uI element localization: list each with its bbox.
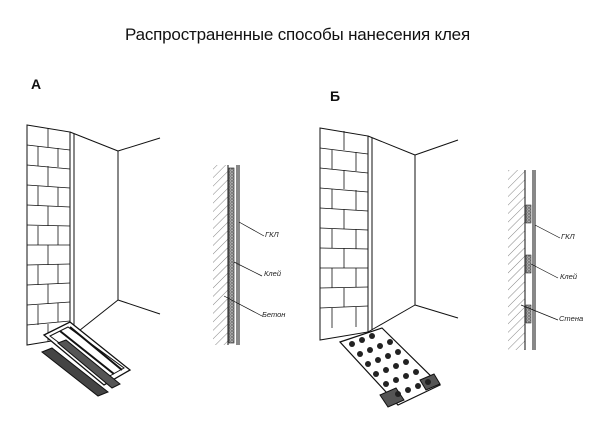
panel-b-scene: [319, 127, 459, 408]
panel-a-cross-section: ГКЛ Клей Бетон: [213, 165, 285, 345]
label-wall-b: Стена: [559, 314, 583, 323]
panel-b-cross-section: ГКЛ Клей Стена: [508, 170, 583, 350]
label-concrete-a: Бетон: [262, 310, 285, 319]
panel-a-label: А: [31, 76, 42, 92]
label-glue-b: Клей: [560, 272, 578, 281]
panel-b-label: Б: [330, 88, 341, 104]
glue-dabs-b: [349, 333, 431, 397]
drywall-sheet-a: [69, 131, 161, 339]
brick-wall-b: [319, 127, 369, 341]
brick-wall-a: [26, 124, 71, 346]
drywall-sheet-b: [367, 135, 459, 333]
label-glue-a: Клей: [264, 269, 282, 278]
panel-a-scene: [26, 124, 161, 397]
label-gkl-b: ГКЛ: [561, 232, 575, 241]
diagram-title: Распространенные способы нанесения клея: [125, 25, 470, 44]
glue-strips-frame-a: [41, 321, 132, 397]
label-gkl-a: ГКЛ: [265, 230, 279, 239]
